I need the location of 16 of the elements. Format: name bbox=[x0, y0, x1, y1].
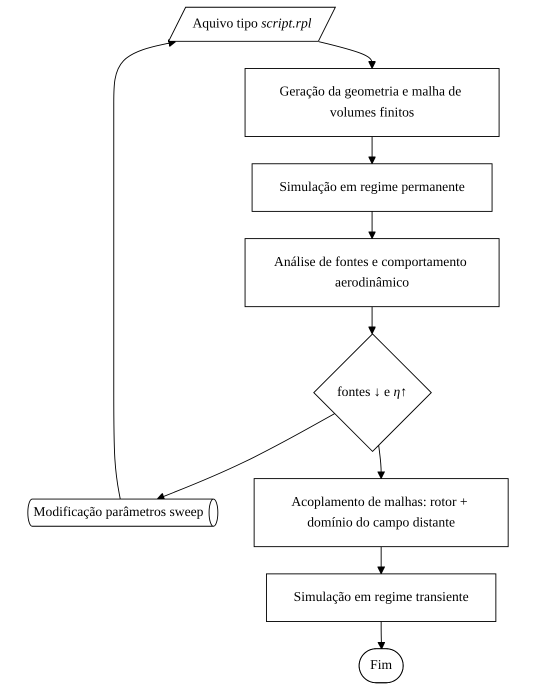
arrow bbox=[113, 39, 176, 500]
node-box: Acoplamento de malhas: rotor + domínio do campo distante bbox=[254, 478, 509, 548]
arrow bbox=[156, 413, 335, 500]
arrow bbox=[377, 546, 386, 574]
arrow bbox=[368, 210, 376, 239]
arrow bbox=[368, 306, 376, 334]
node-box: Simulação em regime transiente bbox=[266, 573, 496, 622]
arrow bbox=[377, 621, 386, 650]
arrow bbox=[318, 41, 376, 69]
arrow bbox=[368, 136, 376, 164]
node-box: Simulação em regime permanente bbox=[252, 163, 493, 212]
node-box: Geração da geometria e malha de volumes finitos bbox=[244, 68, 500, 137]
node-box: Análise de fontes e comportamento aerodinâmico bbox=[244, 238, 500, 308]
node-diamond: fontes ↓ e η↑ bbox=[313, 333, 432, 452]
arrow bbox=[377, 444, 386, 479]
node-text: Modificação parâmetros sweep bbox=[33, 505, 204, 520]
